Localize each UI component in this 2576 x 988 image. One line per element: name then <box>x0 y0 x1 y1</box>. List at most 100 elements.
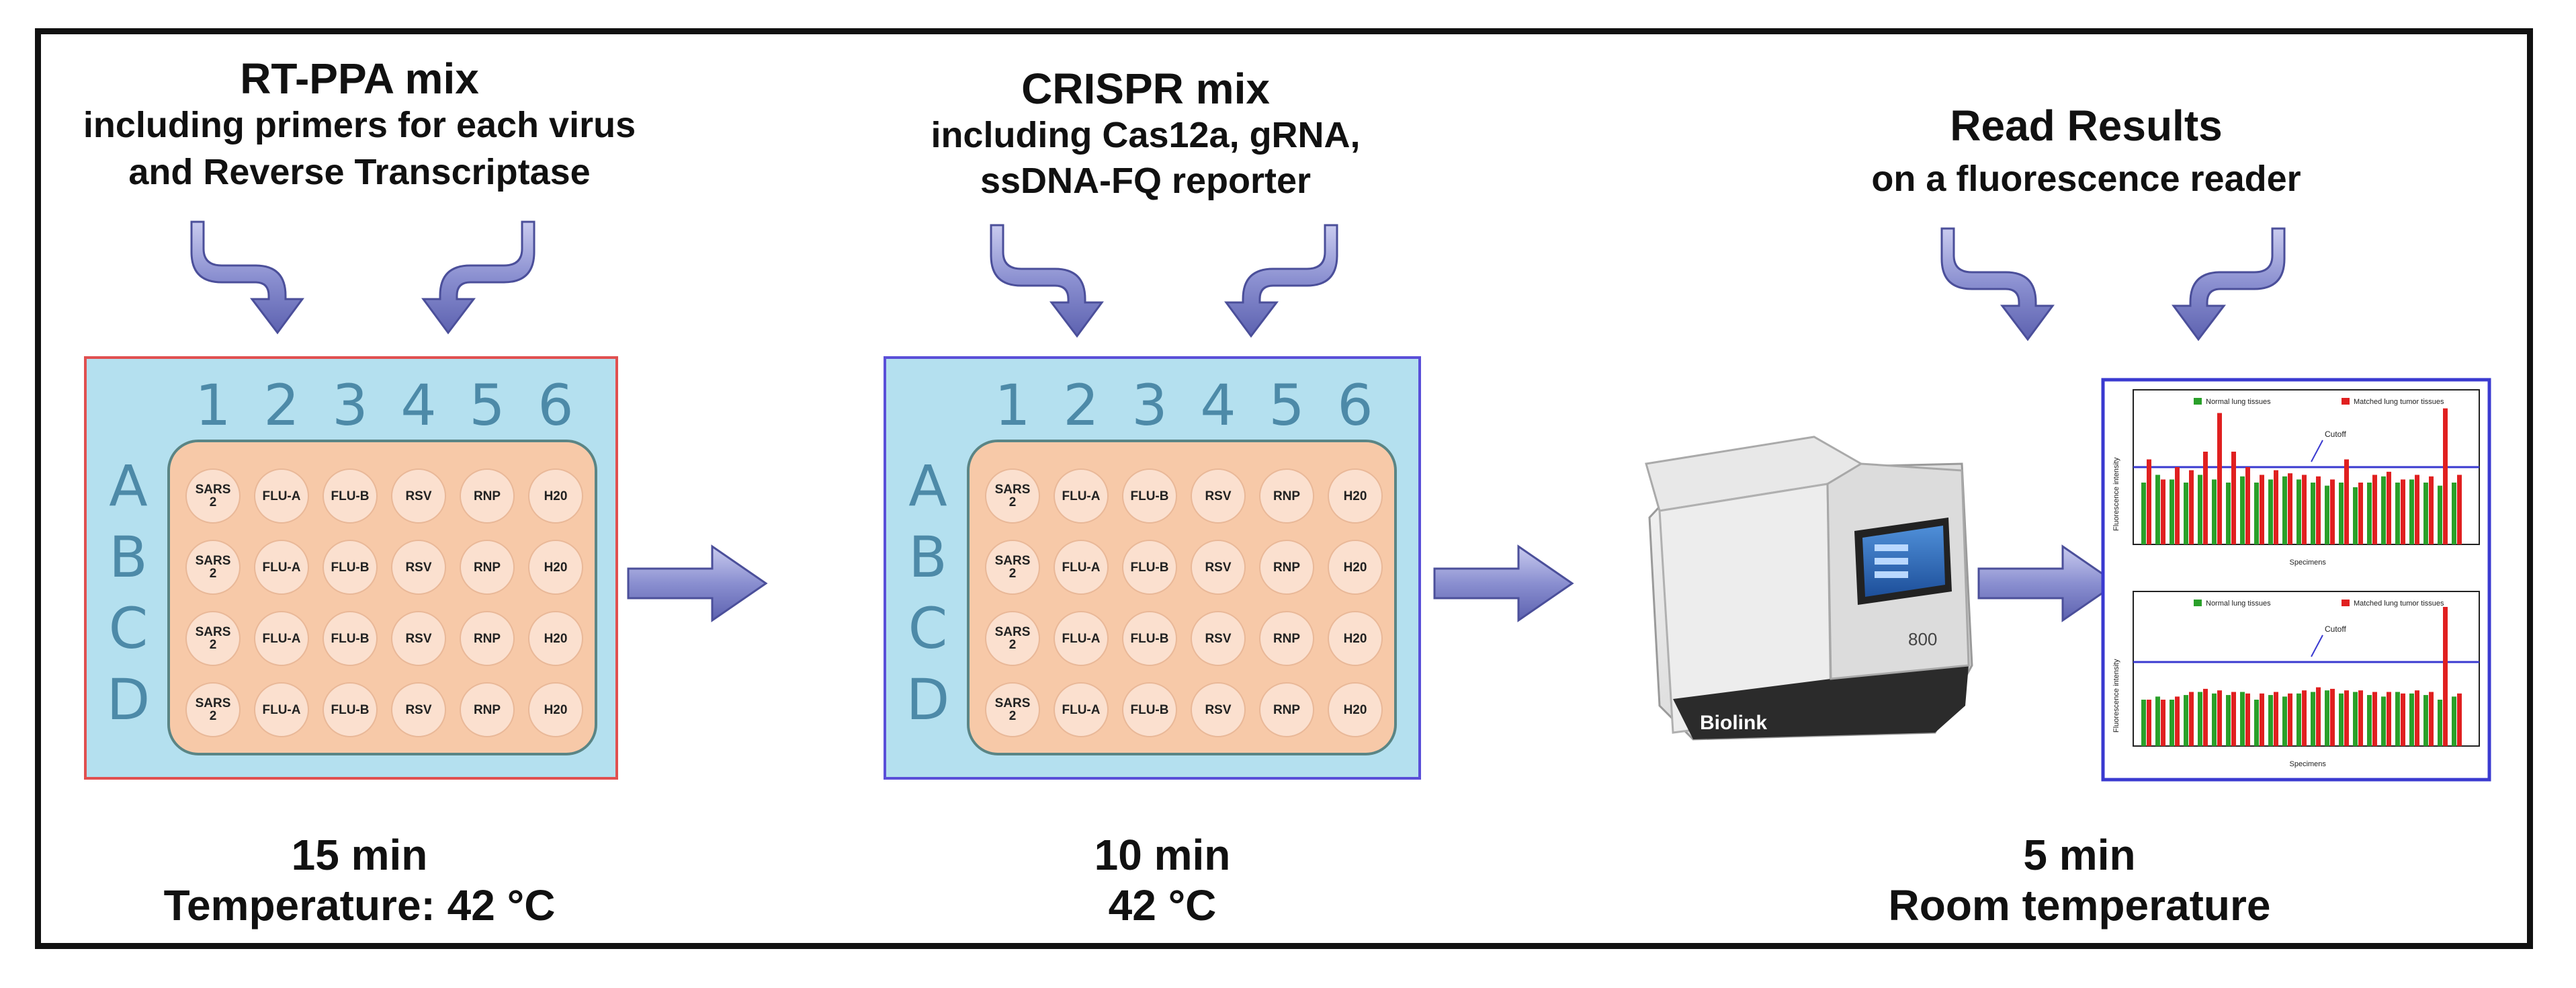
plate-2-well: RNP <box>1259 611 1314 666</box>
bar-tumor <box>2372 692 2377 746</box>
step2-title: CRISPR mix <box>1021 65 1270 113</box>
bar-normal <box>2367 483 2372 544</box>
bar-tumor <box>2175 467 2180 544</box>
plate-1-column-label: 1 <box>195 372 231 438</box>
bar-tumor <box>2443 408 2448 544</box>
bar-tumor <box>2231 692 2236 746</box>
curved-down-arrow-icon <box>1224 224 1338 338</box>
step3-condition: Room temperature <box>1888 881 2271 930</box>
plate-1-row-label: C <box>108 595 148 661</box>
plate-1-column-label: 3 <box>332 372 368 438</box>
bar-tumor <box>2401 479 2405 544</box>
curved-down-arrow-icon <box>190 220 304 335</box>
bar-tumor <box>2274 470 2278 544</box>
plate-2-well: RSV <box>1191 540 1246 595</box>
bar-normal <box>2170 700 2174 746</box>
bar-normal <box>2339 483 2344 544</box>
plate-2-well: SARS 2 <box>985 682 1040 737</box>
bar-tumor <box>2189 470 2194 544</box>
legend-label: Normal lung tissues <box>2206 398 2271 406</box>
bar-normal <box>2254 483 2259 544</box>
plate-1-well: H20 <box>528 540 583 595</box>
plate-1-well: FLU-B <box>323 468 378 524</box>
curved-down-arrow-icon <box>2172 227 2286 341</box>
bar-normal <box>2212 693 2217 746</box>
bar-normal <box>2423 695 2428 746</box>
y-axis-label: Fluorescence intensity <box>2112 659 2120 733</box>
plate-1-well: FLU-A <box>254 540 309 595</box>
bar-tumor <box>2415 690 2419 746</box>
x-axis-label: Specimens <box>2290 559 2327 567</box>
bar-normal <box>2282 696 2287 746</box>
curved-down-arrow-icon <box>1940 227 2055 341</box>
bar-normal <box>2268 479 2273 544</box>
plate-2-well: H20 <box>1328 468 1383 524</box>
bar-tumor <box>2302 475 2307 544</box>
bar-normal <box>2184 695 2188 746</box>
step3-time: 5 min <box>2023 831 2136 879</box>
step1-subtitle-2: and Reverse Transcriptase <box>128 152 591 192</box>
plate-2-column-label: 3 <box>1131 372 1168 438</box>
bar-tumor <box>2316 687 2321 746</box>
plate-1-column-label: 5 <box>469 372 505 438</box>
plate-2-well: H20 <box>1328 611 1383 666</box>
bar-tumor <box>2429 692 2434 746</box>
reader-brand-label: Biolink <box>1700 712 1767 734</box>
plate-1-column-label: 4 <box>400 372 437 438</box>
bar-normal <box>2325 485 2329 544</box>
reader-model-label: 800 <box>1908 629 1937 649</box>
bar-normal <box>2438 700 2442 746</box>
bar-tumor <box>2372 475 2377 544</box>
plate-2-well: SARS 2 <box>985 540 1040 595</box>
bar-normal <box>2353 692 2358 746</box>
y-axis-label: Fluorescence intensity <box>2112 457 2120 531</box>
bar-normal <box>2452 483 2456 544</box>
bar-tumor <box>2203 688 2208 746</box>
plate-2-well: RSV <box>1191 468 1246 524</box>
plate-2-well: RNP <box>1259 682 1314 737</box>
plate-2-well: FLU-A <box>1054 682 1109 737</box>
legend-swatch <box>2194 398 2202 405</box>
bar-tumor <box>2147 700 2151 746</box>
plate-2-column-label: 4 <box>1200 372 1236 438</box>
bar-normal <box>2325 690 2329 746</box>
bar-normal <box>2282 476 2287 544</box>
plate-2-column-label: 2 <box>1063 372 1099 438</box>
bar-tumor <box>2358 483 2363 544</box>
legend-swatch <box>2342 600 2350 606</box>
bar-tumor <box>2147 459 2151 544</box>
plate-1-well: FLU-A <box>254 468 309 524</box>
legend-swatch <box>2342 398 2350 405</box>
right-arrow-icon <box>627 544 768 622</box>
bar-tumor <box>2260 693 2264 746</box>
bar-normal <box>2141 483 2146 544</box>
plate-1-well: H20 <box>528 611 583 666</box>
plate-2-well: RSV <box>1191 611 1246 666</box>
plate-2-well: FLU-A <box>1054 468 1109 524</box>
bar-tumor <box>2288 473 2292 544</box>
plate-1-well: H20 <box>528 682 583 737</box>
plate-1-well: H20 <box>528 468 583 524</box>
plate-2-row-label: B <box>908 524 947 590</box>
bar-tumor <box>2457 693 2462 746</box>
bar-normal <box>2353 487 2358 544</box>
bar-normal <box>2381 696 2386 746</box>
step2-time: 10 min <box>1094 831 1231 879</box>
bar-normal <box>2254 700 2259 746</box>
plate-1-well: RSV <box>391 468 446 524</box>
cutoff-label: Cutoff <box>2325 624 2346 634</box>
bar-tumor <box>2387 471 2391 544</box>
bar-tumor <box>2358 690 2363 746</box>
bar-tumor <box>2245 467 2250 544</box>
bar-normal <box>2226 483 2231 544</box>
plate-2-well: SARS 2 <box>985 468 1040 524</box>
bar-tumor <box>2217 690 2222 746</box>
plate-2-well: RNP <box>1259 540 1314 595</box>
bar-tumor <box>2330 688 2335 746</box>
bar-normal <box>2184 483 2188 544</box>
bar-tumor <box>2189 692 2194 746</box>
plate-2-well: FLU-B <box>1122 611 1177 666</box>
plate-2-well: FLU-B <box>1122 468 1177 524</box>
plate-1-column-label: 2 <box>263 372 300 438</box>
